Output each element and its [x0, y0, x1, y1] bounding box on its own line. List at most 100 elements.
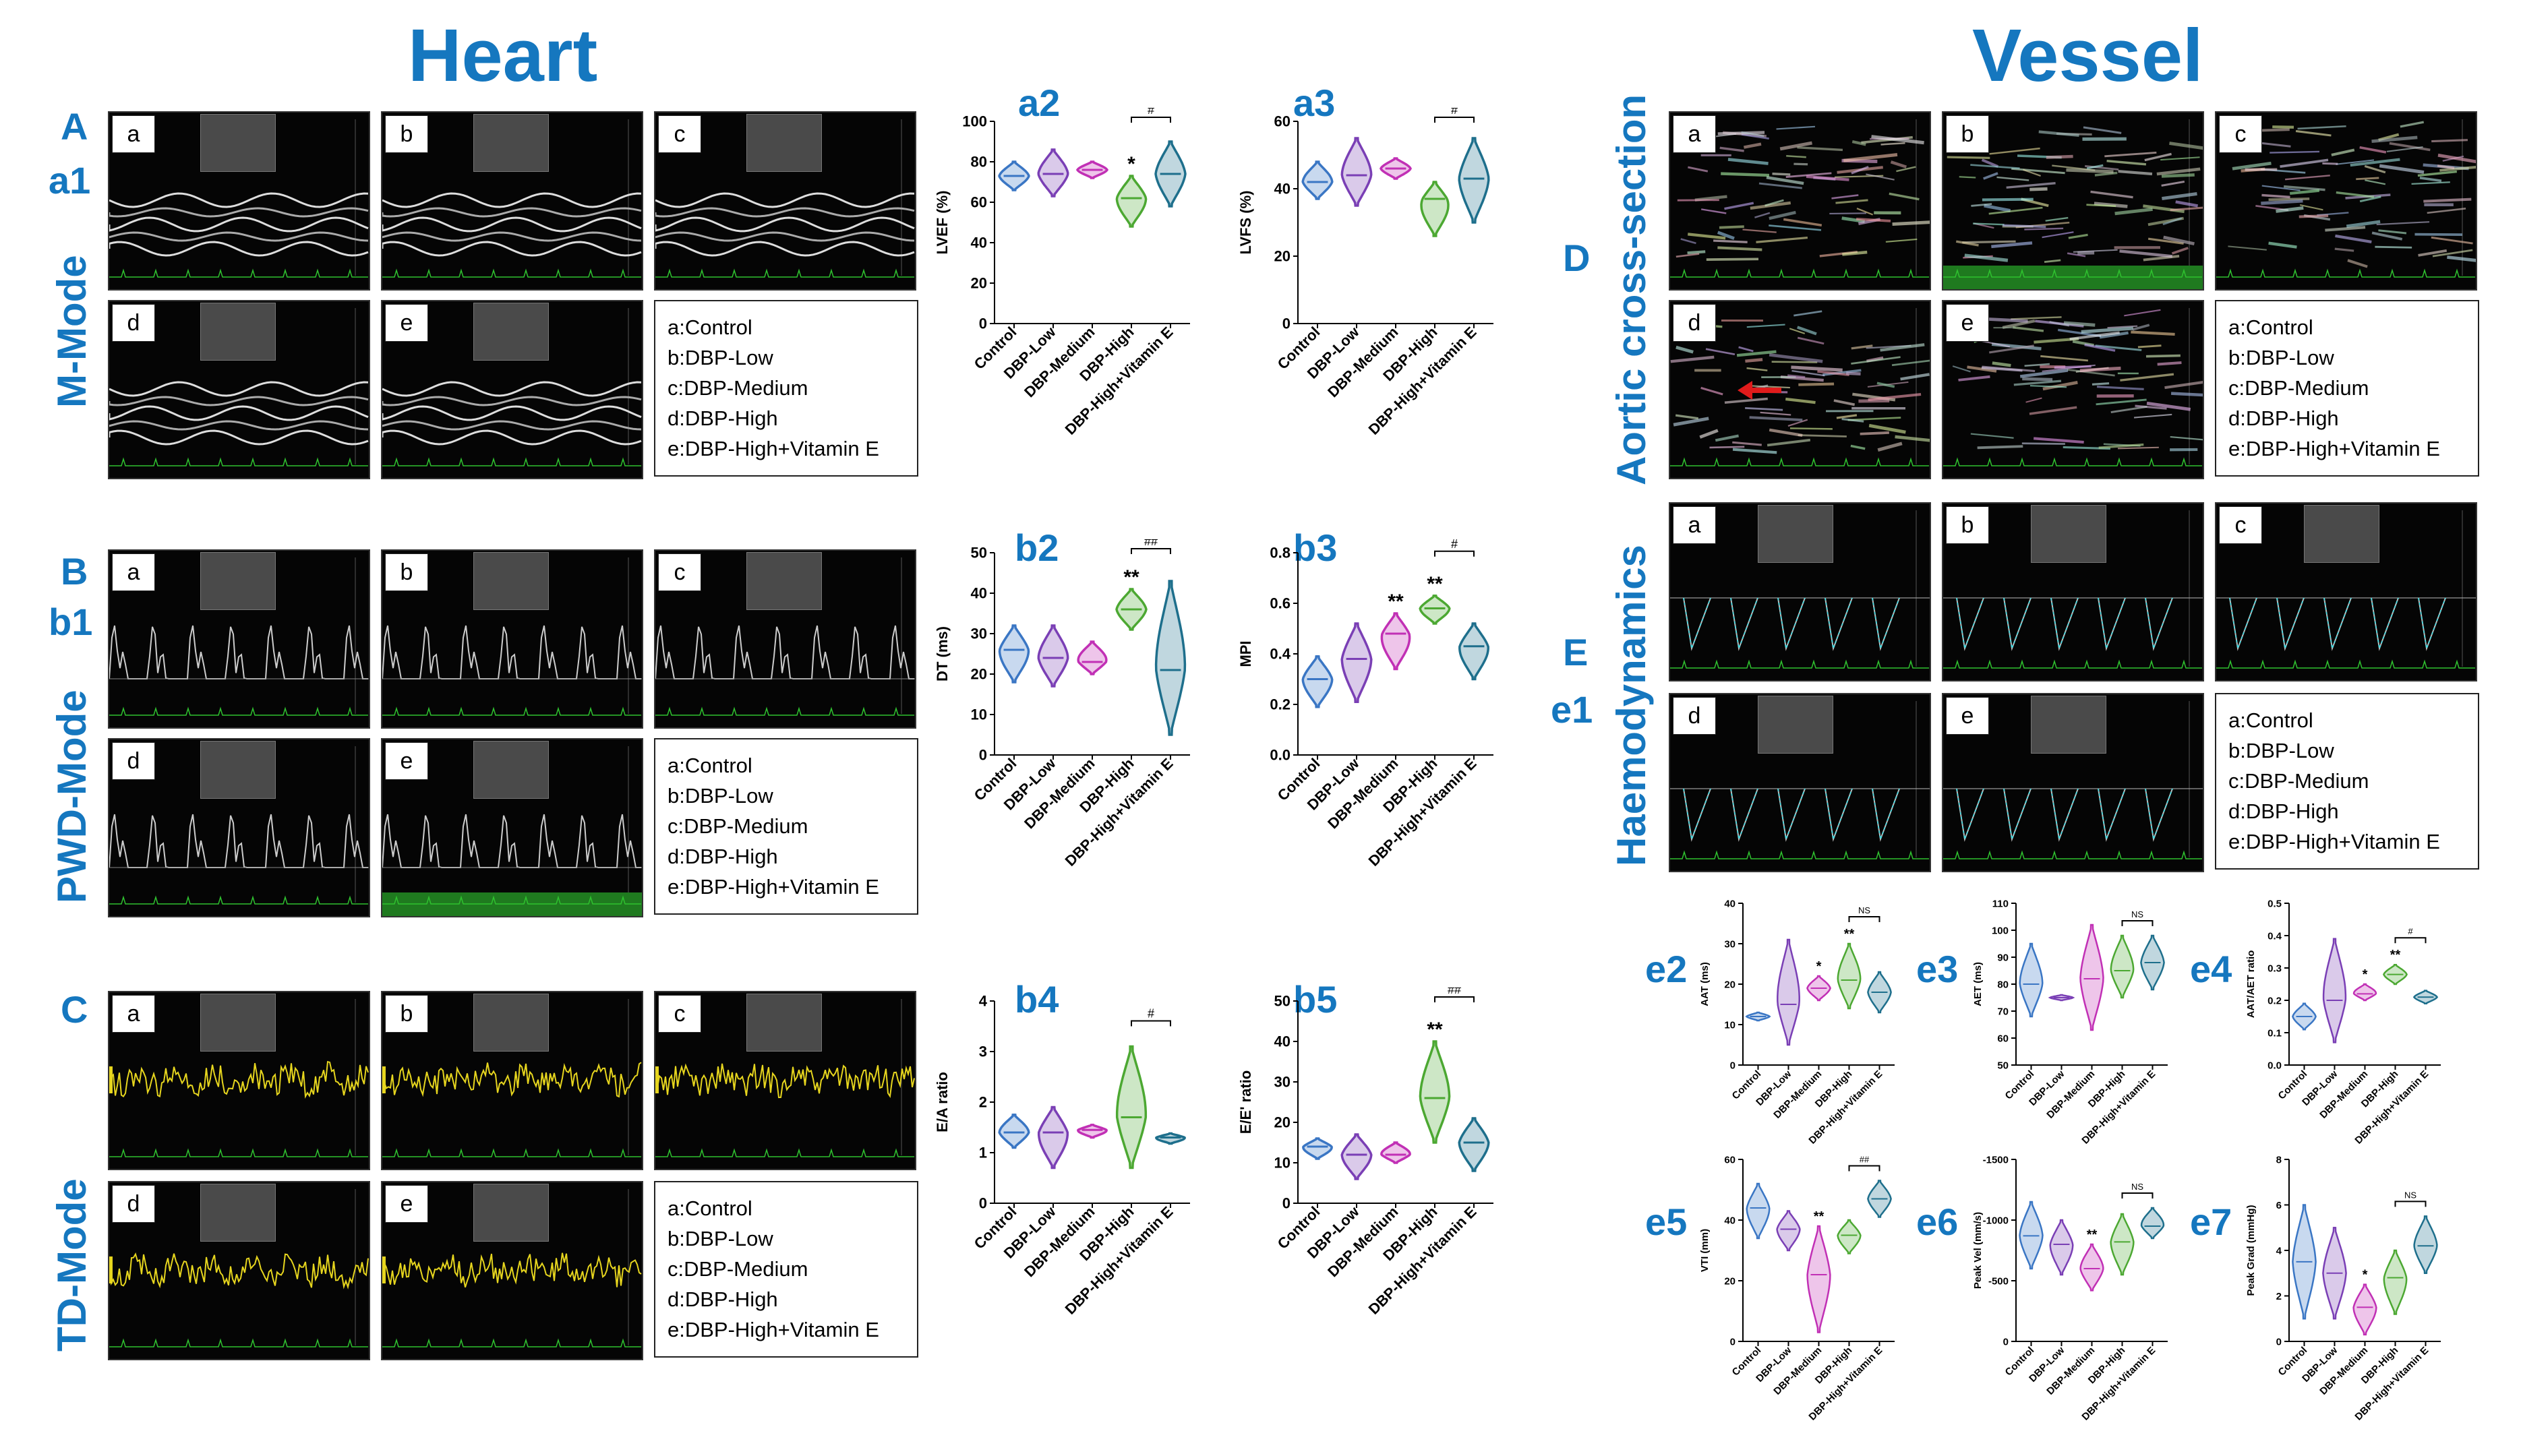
- echo-speckle: [1841, 418, 1864, 423]
- echo-speckle: [1769, 224, 1822, 231]
- y-tick-label: 60: [1724, 1154, 1736, 1165]
- tissue-band: [109, 429, 369, 446]
- echo-speckle: [1833, 399, 1856, 406]
- echo-speckle: [1806, 175, 1849, 181]
- echo-speckle: [1675, 345, 1694, 354]
- legend-item: d:DBP-High: [2228, 406, 2339, 430]
- pwd-panel-e: e: [381, 738, 643, 917]
- label-D: D: [1563, 237, 1591, 279]
- echo-speckle: [1719, 225, 1744, 229]
- y-axis-label: LVFS (%): [1237, 191, 1254, 255]
- velocity-marker: [382, 1256, 386, 1283]
- echo-speckle: [1709, 446, 1745, 449]
- echo-speckle: [2280, 158, 2329, 169]
- scan-thumbnail: [1758, 696, 1833, 754]
- chart-label-b4: b4: [1015, 978, 1059, 1021]
- echo-speckle: [2400, 121, 2425, 128]
- echo-speckle: [1798, 382, 1835, 386]
- panel-tag: c: [658, 995, 701, 1033]
- chart-label-e2: e2: [1645, 948, 1688, 990]
- violin-dbp-low: [1777, 938, 1800, 1046]
- flow-tracing: [2098, 788, 2126, 841]
- echo-speckle: [2417, 170, 2458, 177]
- ultrasound-image: [1943, 701, 2203, 859]
- echo-speckle: [2034, 437, 2084, 444]
- panel-tag: c: [2219, 115, 2262, 153]
- ultrasound-image: [109, 1189, 369, 1347]
- violin-dbp-high-vitamin-e: [1458, 1117, 1490, 1172]
- echo-speckle: [2431, 139, 2468, 143]
- y-axis-label: VTI (mm): [1699, 1229, 1711, 1272]
- violin-dbp-high: [1115, 175, 1148, 228]
- echo-speckle: [2170, 206, 2203, 212]
- y-tick-label: 90: [1997, 952, 2009, 963]
- echo-speckle: [2124, 309, 2161, 317]
- ultrasound-image: [1670, 308, 1930, 466]
- label-b1: b1: [49, 601, 93, 643]
- echo-speckle: [1705, 348, 1736, 356]
- echo-speckle: [2046, 154, 2073, 159]
- echo-speckle: [1958, 375, 1990, 382]
- y-tick-label: 40: [1724, 1215, 1736, 1226]
- echo-speckle: [1992, 361, 2011, 367]
- echo-speckle: [1719, 146, 1744, 152]
- chart-label-e5: e5: [1645, 1201, 1688, 1243]
- violin-dbp-low: [1340, 622, 1373, 704]
- panel-tag: d: [112, 1185, 155, 1223]
- red-arrow-head: [1738, 381, 1752, 400]
- echo-speckle: [2163, 235, 2195, 246]
- legend-item: d:DBP-High: [668, 406, 778, 430]
- legend-item: b:DBP-Low: [668, 1227, 773, 1250]
- y-tick-label: 100: [962, 113, 987, 130]
- pwd-panel-b: b: [381, 549, 643, 729]
- echo-speckle: [2164, 381, 2203, 390]
- echo-speckle: [1746, 367, 1768, 371]
- td-panel-e: e: [381, 1181, 643, 1360]
- aortic-legend: a:Control b:DBP-Low c:DBP-Medium d:DBP-H…: [2215, 300, 2479, 477]
- label-E: E: [1563, 631, 1589, 673]
- scan-thumbnail: [200, 114, 276, 172]
- scan-thumbnail: [200, 552, 276, 610]
- echo-speckle: [1843, 153, 1898, 162]
- scan-thumbnail: [200, 1184, 276, 1242]
- significance-bracket: [1434, 117, 1475, 123]
- echo-speckle: [2081, 326, 2134, 334]
- echo-speckle: [2289, 189, 2320, 195]
- echo-speckle: [2144, 152, 2172, 162]
- doppler-trace: [382, 814, 641, 868]
- tissue-band: [109, 381, 369, 397]
- y-tick-label: 70: [1997, 1006, 2009, 1017]
- echo-speckle: [1721, 172, 1770, 177]
- echo-speckle: [2364, 164, 2386, 174]
- echo-speckle: [1836, 414, 1858, 419]
- echo-speckle: [1970, 164, 2020, 169]
- echo-speckle: [1793, 310, 1822, 317]
- y-tick-label: 20: [1724, 979, 1736, 990]
- aortic-panel-d: d: [1669, 300, 1931, 479]
- y-tick-label: 40: [1274, 1033, 1291, 1050]
- echo-speckle: [1767, 438, 1811, 447]
- ecg-trace: [382, 268, 641, 278]
- ecg-trace: [1943, 659, 2202, 669]
- echo-speckle: [2068, 233, 2088, 239]
- bracket-label: #: [1148, 108, 1154, 117]
- legend-item: b:DBP-Low: [2228, 346, 2334, 369]
- panel-tag: c: [2219, 506, 2262, 544]
- significance-mark: **: [1388, 590, 1404, 613]
- echo-speckle: [1835, 199, 1868, 204]
- echo-speckle: [1791, 365, 1843, 372]
- y-axis-label: AAT (ms): [1699, 962, 1711, 1006]
- aortic-panel-c: c: [2215, 111, 2477, 291]
- ecg-trace: [109, 268, 368, 278]
- echo-speckle: [2386, 146, 2423, 152]
- y-tick-label: 3: [979, 1043, 987, 1060]
- echo-speckle: [1798, 434, 1847, 437]
- ultrasound-image: [109, 999, 369, 1157]
- violin-dbp-medium: [1380, 612, 1411, 671]
- y-tick-label: 20: [971, 666, 987, 683]
- scan-thumbnail: [2031, 505, 2106, 563]
- ecg-trace: [382, 706, 641, 716]
- y-tick-label: 80: [1997, 979, 2009, 990]
